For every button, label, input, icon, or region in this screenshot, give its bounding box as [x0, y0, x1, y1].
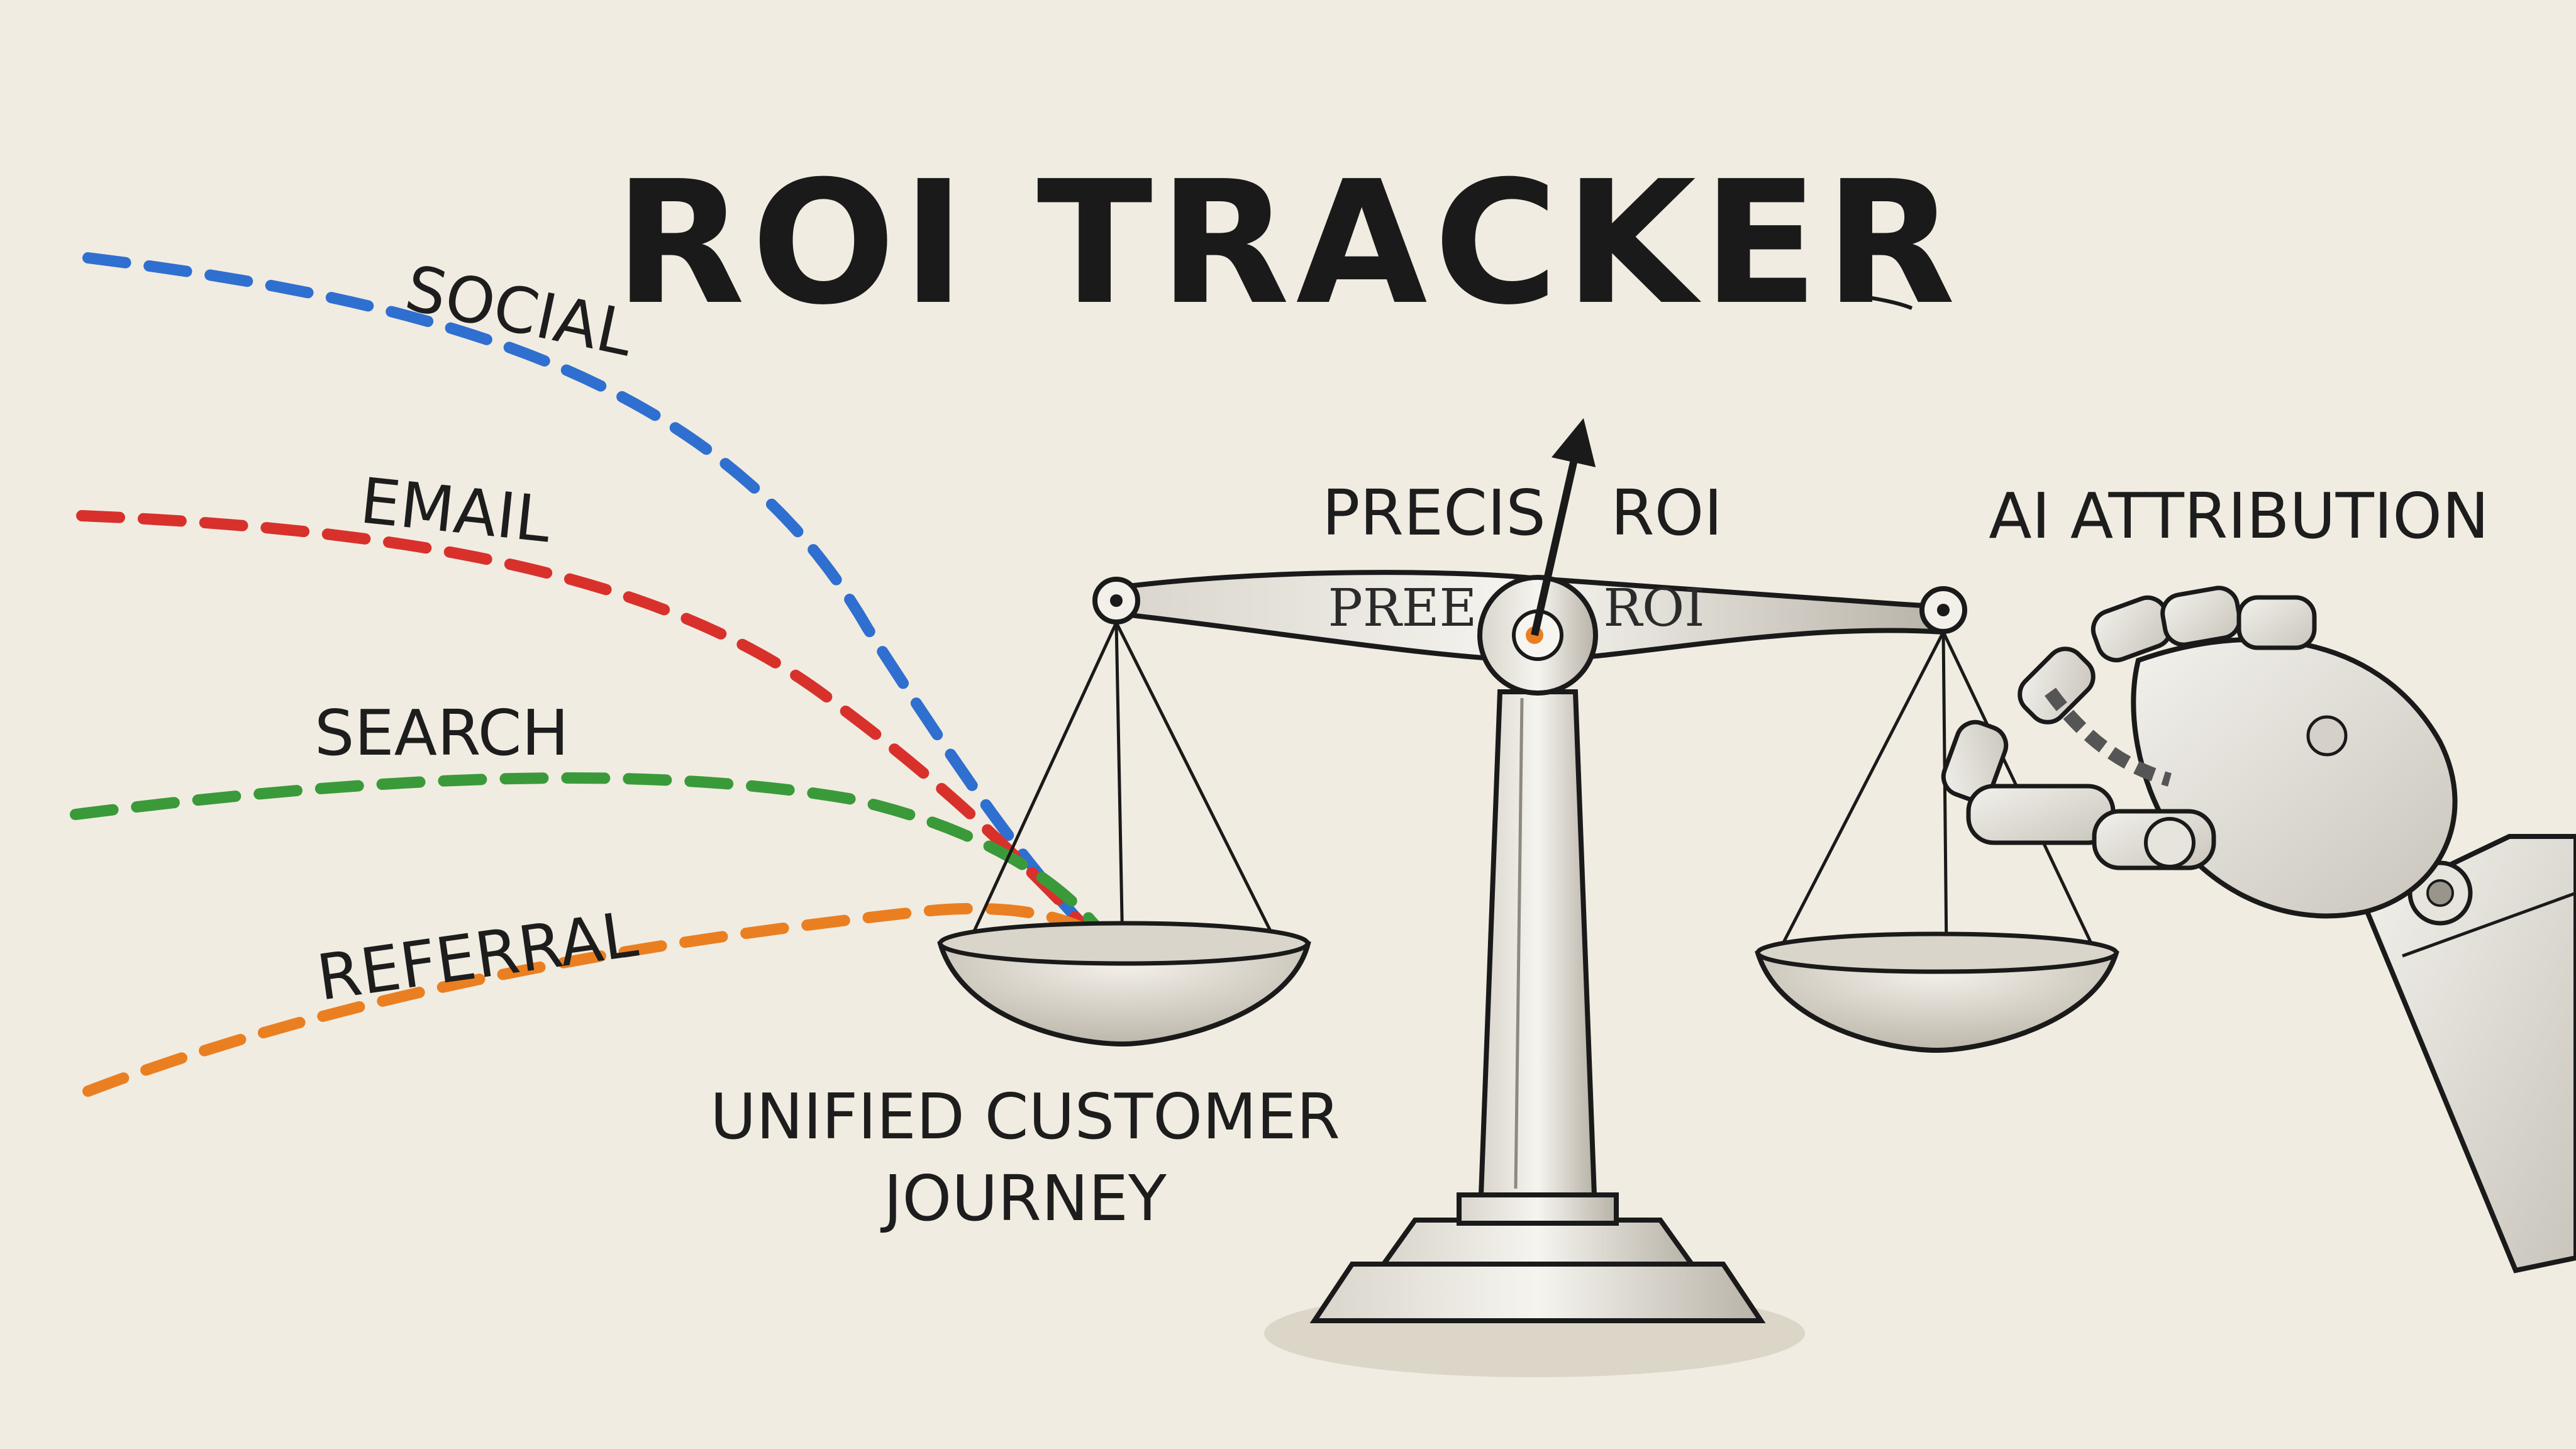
robot-palm: [2131, 636, 2458, 919]
scale-top-label-right: ROI: [1611, 476, 1723, 550]
left-pan-string-a: [967, 621, 1118, 945]
robot-forearm: [2361, 834, 2576, 1274]
right-pan-string-a: [1778, 631, 1945, 951]
beam-label-right: ROI: [1603, 579, 1704, 638]
scale-top-label-left: PRECIS: [1322, 476, 1546, 550]
left-pan-caption-line2: JOURNEY: [880, 1162, 1167, 1235]
beam-knob-right-dot: [1937, 604, 1950, 616]
right-pan-string-b: [1941, 631, 1948, 953]
hand-inner-mechanics: [2045, 687, 2172, 787]
robot-label: AI ATTRIBUTION: [1989, 479, 2489, 553]
scale-base: [1309, 1262, 1766, 1323]
page-title: ROI TRACKER: [614, 144, 1962, 342]
search-line: [70, 772, 1122, 962]
scale-needle-arrow: [1531, 418, 1596, 636]
channel-lines: [70, 252, 1128, 1097]
finger-segment-4: [2018, 647, 2096, 724]
balance-scale: PREE ROI PRECIS ROI: [937, 418, 2119, 1377]
scale-pillar: [1478, 689, 1597, 1197]
pillar-shade: [1514, 697, 1524, 1189]
finger-segment-3: [2236, 595, 2317, 650]
email-line: [76, 510, 1119, 962]
wrist-joint-core: [2426, 879, 2454, 907]
scale-base-cap: [1457, 1192, 1619, 1226]
scale-base-step: [1379, 1218, 1697, 1267]
palm-joint: [2306, 715, 2348, 757]
left-pan-rim: [938, 921, 1310, 966]
thumb-segment-1: [1966, 784, 2116, 845]
channel-label-search: SEARCH: [314, 696, 569, 770]
referral-line: [82, 902, 1128, 1097]
left-pan-string-c: [1114, 621, 1279, 945]
left-pan-caption-line1: UNIFIED CUSTOMER: [710, 1080, 1340, 1153]
thumb-joint: [2144, 817, 2196, 869]
title-flourish: [1855, 294, 1913, 310]
forearm-seam: [2402, 891, 2576, 958]
social-line: [82, 252, 1113, 955]
channel-label-referral: REFERRAL: [313, 897, 642, 1015]
finger-segment-5: [1941, 719, 2009, 802]
right-pan-rim: [1755, 931, 2119, 974]
beam-label-left: PREE: [1328, 579, 1477, 638]
left-pan-string-b: [1114, 622, 1124, 950]
beam-knob-left-dot: [1110, 594, 1123, 607]
robot-hand-icon: [1941, 586, 2576, 1274]
